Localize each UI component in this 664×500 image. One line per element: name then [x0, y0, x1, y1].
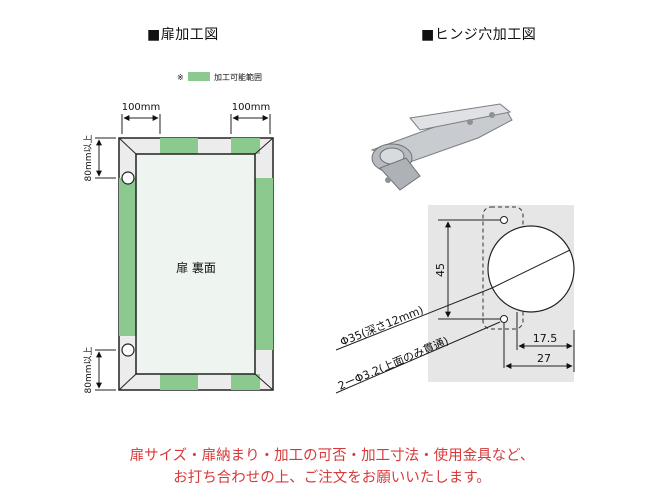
dim-top-right: 100mm	[232, 102, 271, 113]
legend-label: 加工可能範囲	[214, 72, 262, 82]
dim-45: 45	[434, 263, 447, 277]
green-zone-bottom-right	[231, 374, 260, 390]
door-diagram: 扉 裏面 100mm 100mm 80mm以上 80mm以上	[83, 102, 274, 394]
leader-35	[335, 287, 493, 351]
screw-hole-top	[500, 216, 508, 224]
door-back-label: 扉 裏面	[176, 260, 216, 275]
door-processing-title: ■扉加工図	[147, 27, 219, 43]
cup-diameter-line	[491, 249, 571, 289]
door-inner-panel	[135, 153, 256, 375]
dim-bottom-hinge: 80mm以上	[83, 347, 94, 394]
leader-32	[335, 321, 501, 394]
footer-note-line1: 扉サイズ・扉納まり・加工の可否・加工寸法・使用金具など、	[129, 448, 535, 464]
screw-hole-bottom	[500, 315, 508, 323]
green-zone-right	[255, 178, 273, 350]
green-zone-bottom-left	[160, 374, 198, 390]
legend-note-mark: ※	[177, 73, 184, 82]
green-zone-top-left	[160, 138, 198, 154]
dim-175: 17.5	[533, 332, 558, 345]
hinge-hole-title: ■ヒンジ穴加工図	[421, 27, 537, 43]
legend-swatch	[188, 72, 210, 81]
green-zone-top-right	[231, 138, 260, 154]
dim-top-left: 100mm	[122, 102, 161, 113]
hinge-hole-top	[121, 171, 135, 185]
hinge-illustration	[370, 103, 513, 191]
miter-bl	[118, 373, 137, 391]
dim-27: 27	[537, 352, 551, 365]
miter-tl	[118, 137, 137, 155]
hinge-hole-diagram: 45 17.5 27 Φ35(深さ12mm) 2ーΦ3.2(上面のみ貫通)	[335, 205, 575, 394]
miter-br	[254, 373, 274, 391]
footer-note-line2: お打ち合わせの上、ご注文をお願いいたします。	[173, 470, 491, 486]
label-phi35: Φ35(深さ12mm)	[338, 304, 425, 349]
dim-top-hinge: 80mm以上	[83, 135, 94, 182]
miter-tr	[254, 137, 274, 155]
green-zone-left	[119, 178, 136, 336]
hinge-hole-bottom	[121, 343, 135, 357]
